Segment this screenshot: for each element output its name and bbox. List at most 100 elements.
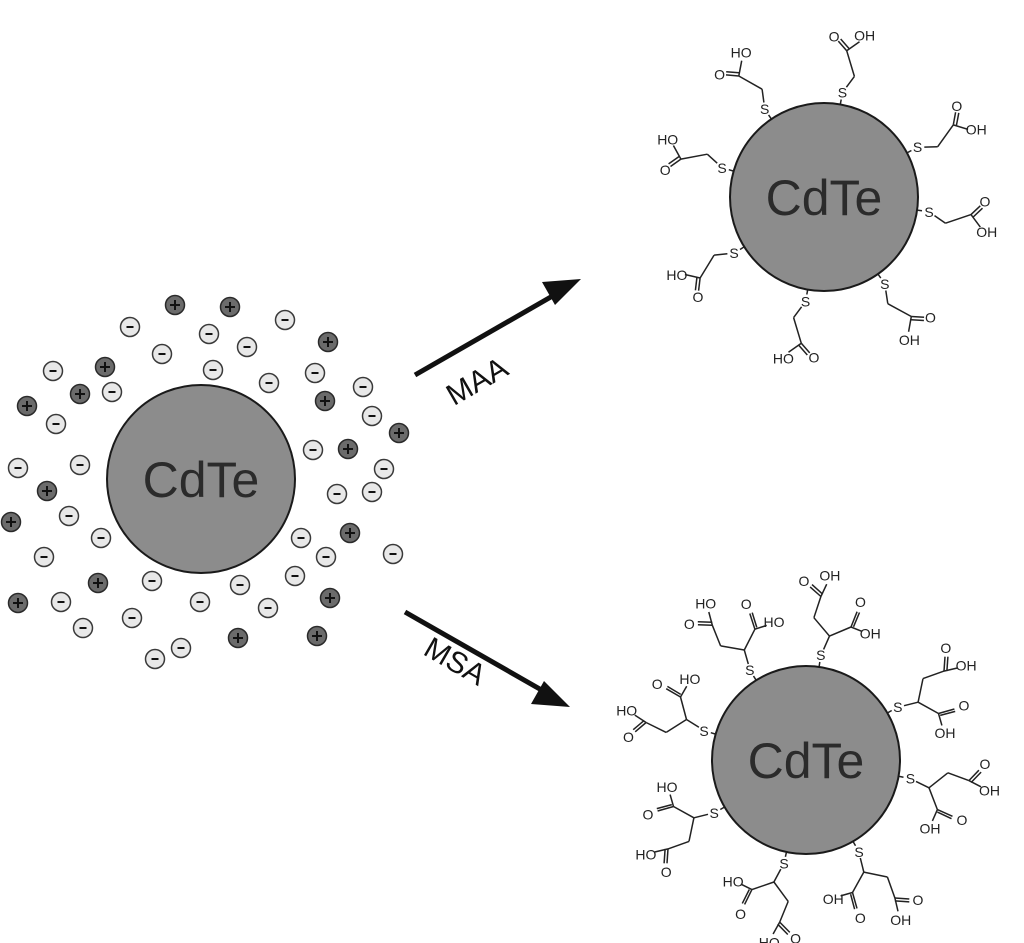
negative-ion — [274, 309, 296, 331]
bare-core — [106, 384, 296, 574]
bare-nanoparticle: CdTe — [106, 384, 296, 574]
hydroxyl-group: OH — [860, 626, 881, 642]
sulfur-atom: S — [816, 647, 825, 663]
msa-nanoparticle: CdTe — [711, 665, 901, 855]
hydroxyl-group: HO — [657, 132, 678, 148]
msa-arrow: MSA — [403, 609, 570, 707]
oxygen-atom: O — [912, 892, 923, 908]
oxygen-atom: O — [643, 806, 654, 822]
sulfur-atom: S — [760, 101, 769, 117]
sulfur-atom: S — [710, 805, 719, 821]
sulfur-atom: S — [906, 770, 915, 786]
negative-ion — [7, 457, 29, 479]
positive-ion — [87, 572, 109, 594]
negative-ion — [352, 376, 374, 398]
positive-ion — [314, 390, 336, 412]
positive-ion — [7, 592, 29, 614]
negative-ion — [284, 565, 306, 587]
negative-ion — [315, 546, 337, 568]
oxygen-atom: O — [798, 573, 809, 589]
msa-arrow-line — [403, 609, 547, 695]
maa-core-label: CdTe — [766, 170, 883, 226]
negative-ion — [69, 454, 91, 476]
negative-ion — [119, 316, 141, 338]
hydroxyl-group: OH — [890, 912, 911, 928]
oxygen-atom: O — [959, 698, 970, 714]
hydroxyl-group: OH — [966, 122, 987, 138]
oxygen-atom: O — [808, 350, 819, 366]
negative-ion — [189, 591, 211, 613]
positive-ion — [319, 587, 341, 609]
sulfur-atom: S — [717, 160, 726, 176]
oxygen-atom: O — [855, 594, 866, 610]
ion-cloud — [0, 294, 410, 670]
sulfur-atom: S — [801, 293, 810, 309]
negative-ion — [302, 439, 324, 461]
hydroxyl-group: HO — [731, 45, 752, 61]
oxygen-atom: O — [951, 98, 962, 114]
hydroxyl-group: OH — [956, 657, 977, 673]
negative-ion — [229, 574, 251, 596]
negative-ion — [326, 483, 348, 505]
positive-ion — [337, 438, 359, 460]
hydroxyl-group: OH — [823, 891, 844, 907]
oxygen-atom: O — [957, 812, 968, 828]
hydroxyl-group: HO — [616, 703, 637, 719]
oxygen-atom: O — [980, 756, 991, 772]
oxygen-atom: O — [714, 66, 725, 82]
hydroxyl-group: HO — [657, 779, 678, 795]
maa-core — [729, 102, 919, 292]
oxygen-atom: O — [940, 640, 951, 656]
oxygen-atom: O — [790, 931, 801, 943]
negative-ion — [290, 527, 312, 549]
hydroxyl-group: OH — [854, 28, 875, 44]
negative-ion — [101, 381, 123, 403]
hydroxyl-group: HO — [759, 934, 780, 943]
oxygen-atom: O — [661, 864, 672, 880]
negative-ion — [141, 570, 163, 592]
maa-arrow-line — [413, 291, 558, 378]
negative-ion — [90, 527, 112, 549]
positive-ion — [317, 331, 339, 353]
oxygen-atom: O — [855, 910, 866, 926]
maa-ligand: S OOH — [906, 98, 987, 155]
positive-ion — [164, 294, 186, 316]
oxygen-atom: O — [684, 616, 695, 632]
negative-ion — [258, 372, 280, 394]
maa-arrow-label: MAA — [441, 351, 514, 412]
msa-core — [711, 665, 901, 855]
negative-ion — [50, 591, 72, 613]
msa-core-label: CdTe — [748, 733, 865, 789]
negative-ion — [361, 481, 383, 503]
negative-ion — [151, 343, 173, 365]
negative-ion — [121, 607, 143, 629]
bare-core-label: CdTe — [143, 452, 260, 508]
sulfur-atom: S — [779, 856, 788, 872]
negative-ion — [42, 360, 64, 382]
hydroxyl-group: HO — [679, 671, 700, 687]
negative-ion — [45, 413, 67, 435]
hydroxyl-group: HO — [773, 350, 794, 366]
sulfur-atom: S — [854, 844, 863, 860]
positive-ion — [339, 522, 361, 544]
sulfur-atom: S — [913, 139, 922, 155]
hydroxyl-group: OH — [899, 332, 920, 348]
negative-ion — [198, 323, 220, 345]
sulfur-atom: S — [893, 699, 902, 715]
msa-arrow-head — [531, 681, 570, 707]
maa-ligand: S O HO — [657, 132, 734, 178]
oxygen-atom: O — [660, 162, 671, 178]
maa-ligand: S O HO — [773, 289, 819, 366]
oxygen-atom: O — [829, 28, 840, 44]
negative-ion — [373, 458, 395, 480]
negative-ion — [170, 637, 192, 659]
